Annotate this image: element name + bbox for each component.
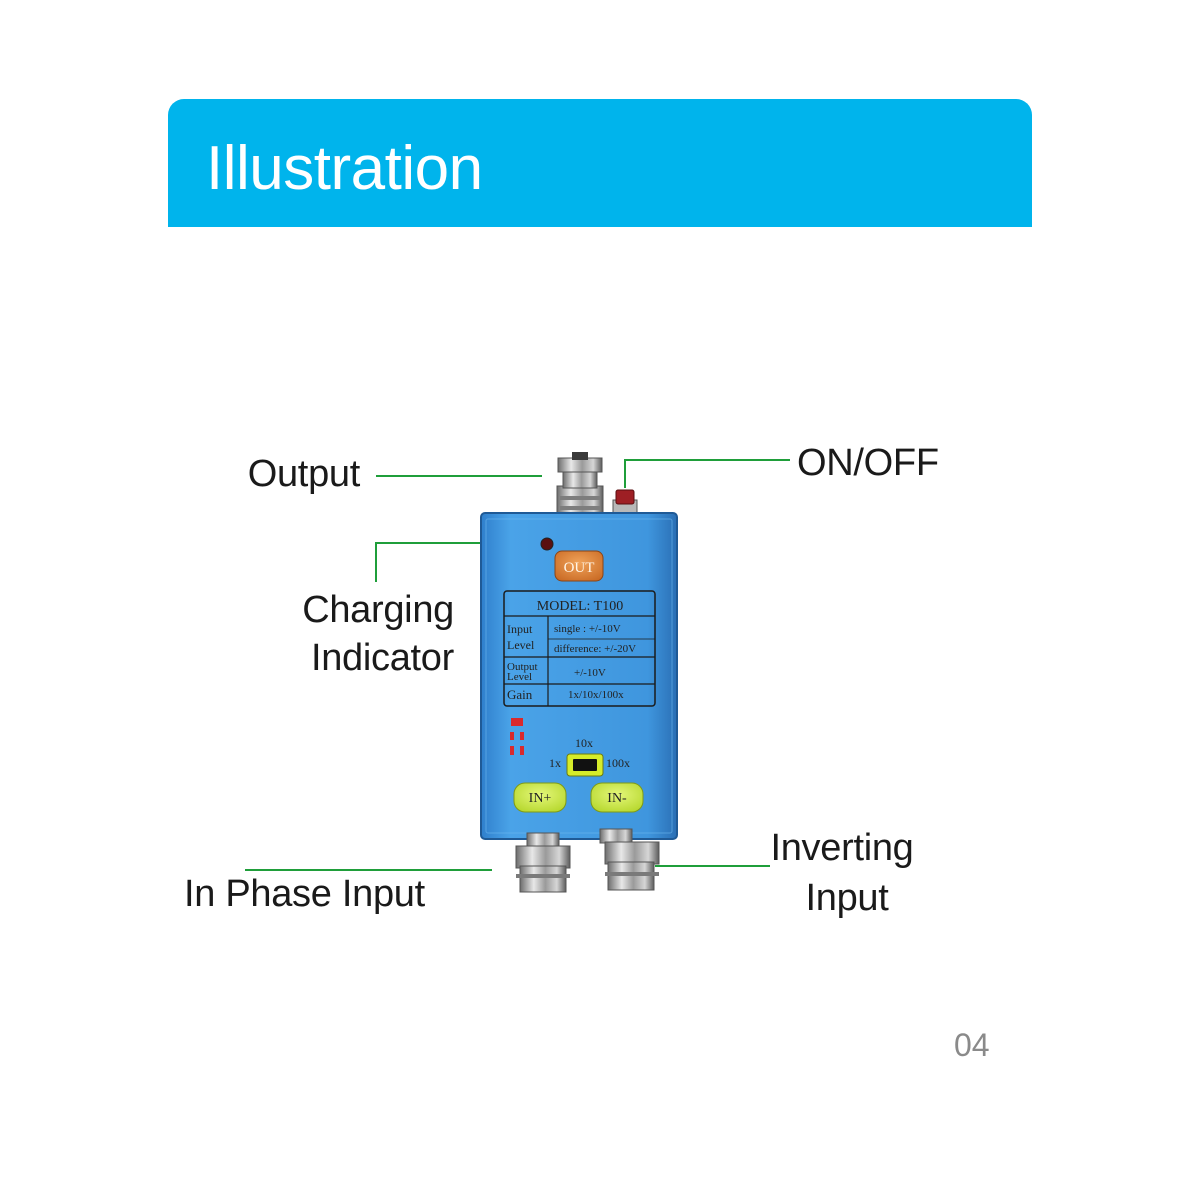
gain-10x-label: 10x [575,736,593,750]
out-button-label: OUT [564,560,595,576]
inverting-callout-line1: Inverting [770,827,914,869]
spec-output-label-2: Level [507,671,532,683]
inverting-bnc-connector [599,828,660,891]
spec-gain-label: Gain [507,687,533,702]
header-banner: Illustration [168,99,1032,227]
power-marker-icon [510,718,524,755]
spec-output-value: +/-10V [574,667,606,679]
model-label: MODEL: T100 [537,599,623,614]
spec-input-value-1: single : +/-10V [554,623,621,635]
in-phase-callout: In Phase Input [184,873,425,915]
in-plus-label-button: IN+ [513,782,567,813]
page-number: 04 [954,1027,990,1063]
device-body [480,512,678,840]
gain-100x-label: 100x [606,756,630,770]
on-off-callout: ON/OFF [797,442,939,484]
spec-input-label-1: Input [507,622,533,636]
in-minus-label-button: IN- [590,782,644,813]
in-plus-label: IN+ [529,791,552,806]
in-phase-bnc-connector [515,832,571,893]
spec-output-label-1: Output [507,661,538,673]
leader-lines [245,459,790,871]
spec-gain-value: 1x/10x/100x [568,689,624,701]
gain-switch: 10x 1x 100x [549,736,630,777]
charging-leader-line [375,542,528,582]
in-minus-label: IN- [607,791,627,806]
spec-input-label-2: Level [507,638,535,652]
charging-led-icon [540,537,554,551]
gain-1x-label: 1x [549,756,561,770]
spec-input-value-2: difference: +/-20V [554,643,636,655]
output-bnc-connector [556,452,604,521]
charging-callout-line2: Indicator [310,637,454,679]
on-off-leader-line [624,459,790,488]
inverting-callout-line2: Input [805,877,889,919]
output-callout: Output [247,453,361,495]
spec-table: MODEL: T100 Input Level single : +/-10V … [503,590,656,707]
charging-callout-line1: Charging [302,589,454,631]
page-title: Illustration [206,134,483,203]
out-label-button: OUT [554,550,604,582]
